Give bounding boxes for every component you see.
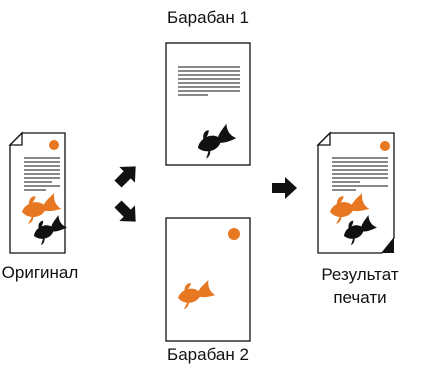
- original-label: Оригинал: [1, 263, 79, 282]
- arrow-right-icon: [272, 177, 297, 199]
- orange-dot-icon: [228, 228, 240, 240]
- text-lines: [332, 157, 388, 191]
- result-label-line1: Результат: [321, 265, 399, 284]
- drum2-label: Барабан 2: [167, 345, 249, 364]
- result-label-line2: печати: [333, 288, 387, 307]
- drum2-document: [165, 217, 251, 342]
- orange-dot-icon: [49, 140, 59, 150]
- arrow-up-right-icon: [114, 166, 136, 188]
- orange-dot-icon: [380, 141, 390, 151]
- drum1-label: Барабан 1: [167, 8, 249, 27]
- text-lines: [178, 66, 240, 96]
- arrow-down-right-icon: [114, 200, 136, 222]
- text-lines: [24, 157, 60, 191]
- original-document: [8, 131, 70, 254]
- drum1-document: [165, 42, 251, 166]
- result-document: [316, 131, 395, 254]
